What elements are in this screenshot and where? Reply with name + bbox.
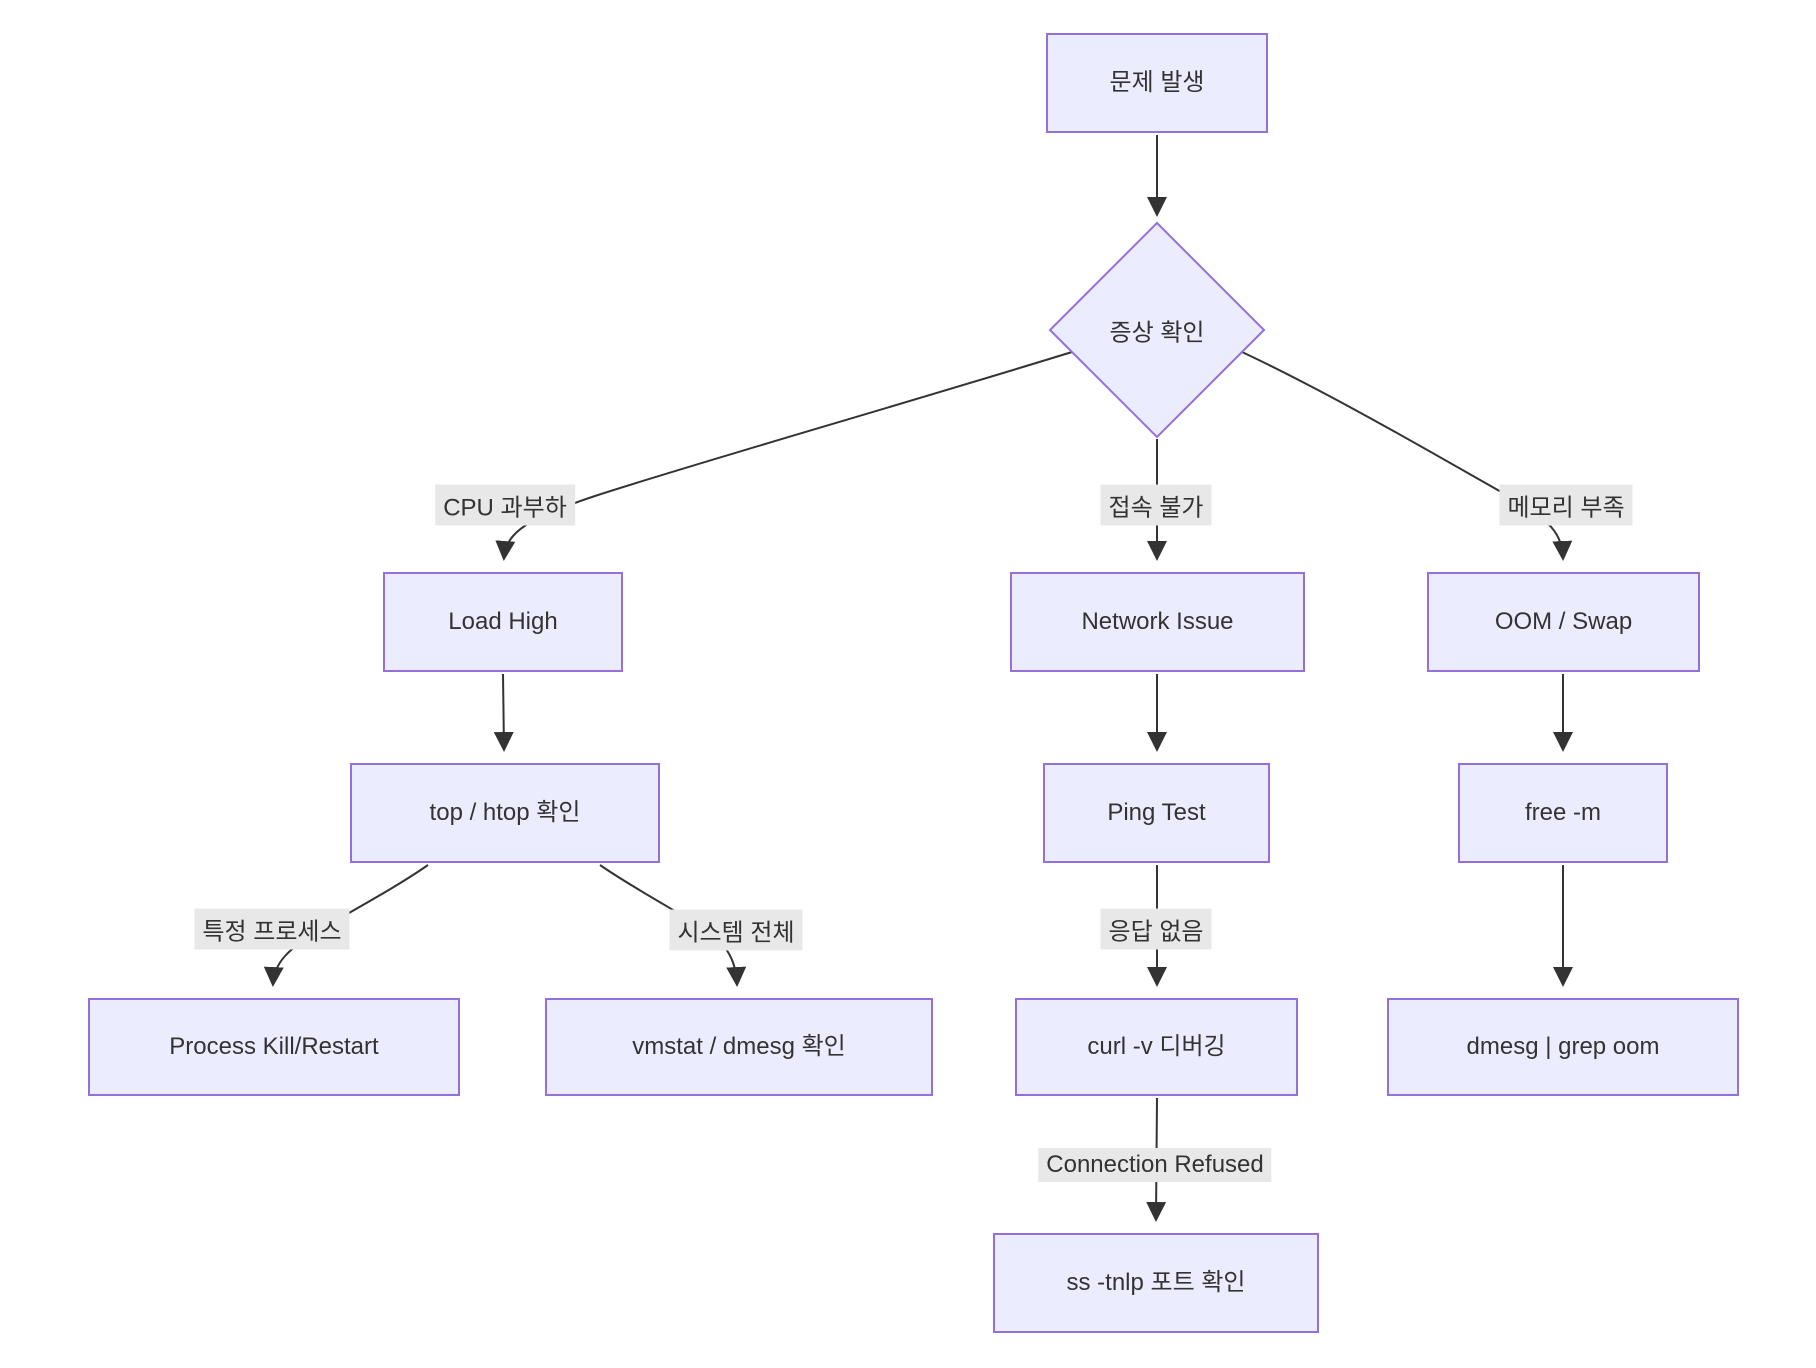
node-dmesg-grep-oom: dmesg | grep oom: [1387, 998, 1739, 1096]
edge-label-whole-system: 시스템 전체: [669, 909, 803, 951]
node-curl-debug: curl -v 디버깅: [1015, 998, 1298, 1096]
node-ss-tnlp: ss -tnlp 포트 확인: [993, 1233, 1319, 1333]
node-oom-swap: OOM / Swap: [1427, 572, 1700, 672]
edge-loadhigh-to-tophtop: [493, 673, 514, 752]
edge-label-memory-shortage: 메모리 부족: [1499, 484, 1633, 526]
edge-check-to-loadhigh: [495, 351, 1073, 561]
edge-label-no-response: 응답 없음: [1100, 908, 1212, 950]
edge-label-connection-refused: Connection Refused: [1038, 1148, 1272, 1182]
edge-check-to-oom: [1241, 351, 1573, 561]
edge-label-cpu-overload: CPU 과부하: [435, 484, 575, 526]
node-start: 문제 발생: [1046, 33, 1268, 133]
decision-diamond-shape: [1048, 221, 1266, 439]
edge-label-specific-process: 특정 프로세스: [194, 908, 350, 950]
node-load-high: Load High: [383, 572, 623, 672]
node-free-m: free -m: [1458, 763, 1668, 863]
node-ping-test: Ping Test: [1043, 763, 1270, 863]
node-network-issue: Network Issue: [1010, 572, 1305, 672]
edge-label-connection-fail: 접속 불가: [1100, 484, 1212, 526]
node-vmstat-dmesg: vmstat / dmesg 확인: [545, 998, 933, 1096]
node-top-htop: top / htop 확인: [350, 763, 660, 863]
node-symptom-check: 증상 확인: [1109, 319, 1205, 347]
node-process-kill-restart: Process Kill/Restart: [88, 998, 460, 1096]
